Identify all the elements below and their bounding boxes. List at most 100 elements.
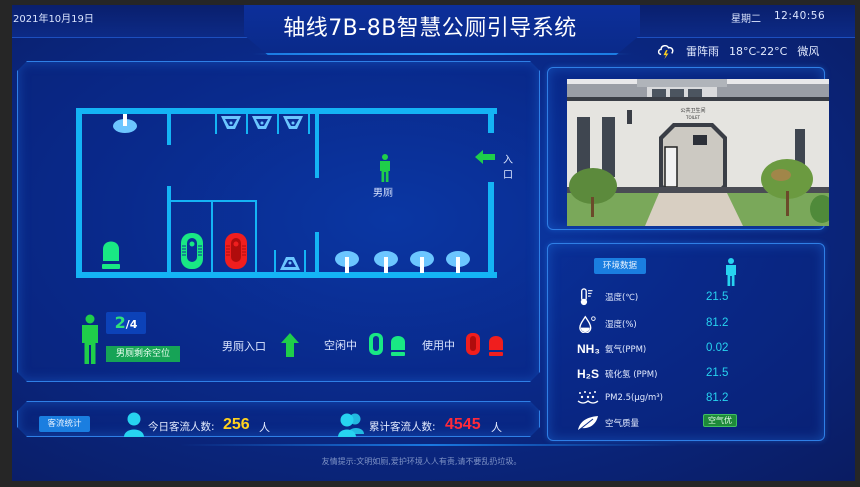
entrance-label: 入口 [503, 155, 513, 181]
squat-toilet-vacant-icon [181, 233, 203, 269]
urinal-partition [304, 250, 306, 274]
env-row-ammonia: NH₃ 氨气(PPM) [577, 340, 646, 358]
urinal-icon [252, 116, 272, 129]
weekday: 星期二 [731, 14, 761, 25]
toilet-building-photo: 公共卫生间 TOILET [567, 79, 829, 226]
stall-partition-right [255, 200, 257, 274]
wall-left [76, 108, 82, 278]
environment-panel [547, 243, 825, 441]
env-row-temperature: 温度(℃) [577, 288, 638, 306]
stall-divider [211, 200, 213, 274]
mop-sink-icon [113, 114, 137, 133]
room-label: 男厕 [373, 188, 393, 199]
h2s-icon: H₂S [577, 367, 600, 381]
visitor-stats-tag: 客流统计 [39, 416, 90, 432]
thermometer-icon [580, 288, 593, 306]
squat-occupied-legend-icon [466, 333, 480, 355]
thunderstorm-icon [657, 44, 674, 60]
male-figure-large-icon [82, 314, 98, 364]
footer-divider [180, 444, 680, 446]
squat-vacant-legend-icon [369, 333, 383, 355]
urinal-partition [274, 250, 276, 274]
urinal-partition [215, 114, 217, 134]
sink-icon [374, 251, 398, 273]
total-visitors-value: 4545 [445, 416, 481, 433]
today-visitors-label: 今日客流人数: [148, 421, 215, 433]
wall-top [76, 108, 497, 114]
urinal-icon [280, 257, 300, 270]
urinal-partition [246, 114, 248, 134]
urinal-partition [308, 114, 310, 134]
today-visitors-value: 256 [223, 416, 250, 433]
toilet-vacant-legend-icon [391, 336, 405, 356]
entrance-legend-label: 男厕入口 [222, 340, 266, 353]
env-label: PM2.5(μg/m³) [605, 393, 663, 403]
air-quality-badge: 空气优 [703, 414, 737, 427]
title-plate [244, 5, 640, 55]
env-label: 温度(℃) [605, 293, 639, 303]
weather: 雷阵雨 18°C-22°C 微风 [656, 42, 819, 60]
sink-icon [335, 251, 359, 273]
weather-wind: 微风 [797, 45, 820, 58]
env-row-pm25: PM2.5(μg/m³) [577, 389, 663, 407]
total-number: /4 [125, 318, 138, 331]
wall-right-upper [488, 108, 494, 133]
date: 2021年10月19日 [13, 14, 94, 25]
temperature-value: 21.5 [706, 291, 729, 303]
photo-sign-en: TOILET [685, 115, 701, 120]
sink-icon [446, 251, 470, 273]
male-figure-icon [380, 154, 390, 182]
env-label: 硫化氢 (PPM) [605, 370, 658, 380]
floor-plan: 男厕 入口 [62, 108, 513, 278]
total-visitors-label: 累计客流人数: [369, 421, 436, 433]
page-title: 轴线7B-8B智慧公厕引导系统 [283, 16, 577, 41]
available-number: 2 [114, 313, 126, 332]
env-row-air-quality: 空气质量 [577, 414, 639, 432]
wall-bottom [76, 272, 497, 278]
humidity-value: 81.2 [706, 317, 729, 329]
vacant-legend-label: 空闲中 [324, 339, 357, 352]
ammonia-value: 0.02 [706, 342, 729, 354]
pm25-icon [577, 391, 599, 404]
stall-partition-top [171, 200, 255, 202]
today-visitors-unit: 人 [259, 421, 270, 434]
urinal-icon [283, 116, 303, 129]
clock: 12:40:56 [774, 10, 826, 22]
remaining-label: 男厕剩余空位 [106, 346, 180, 362]
squat-toilet-occupied-icon [225, 233, 247, 269]
weather-condition: 雷阵雨 [686, 45, 719, 58]
visitor-stats-panel [17, 401, 540, 437]
weather-temperature: 18°C-22°C [729, 44, 788, 58]
wall-right-lower [488, 182, 494, 278]
pm25-value: 81.2 [706, 392, 729, 404]
person-figure-icon [726, 258, 736, 286]
sink-icon [410, 251, 434, 273]
urinal-partition [277, 114, 279, 134]
entrance-arrow-left-icon [475, 150, 495, 164]
env-row-humidity: 湿度(%) [577, 315, 637, 333]
env-label: 湿度(%) [605, 320, 637, 330]
available-count: 2/4 [106, 312, 146, 334]
urinal-icon [221, 116, 241, 129]
toilet-occupied-legend-icon [489, 336, 503, 356]
wall-inner-1-lower [167, 186, 171, 276]
humidity-drop-icon [579, 315, 596, 333]
environment-tag: 环境数据 [594, 258, 646, 274]
toilet-vacant-icon [102, 241, 120, 269]
occupied-legend-label: 使用中 [422, 339, 455, 352]
footer-tip: 友情提示:文明如厕,爱护环境人人有责,请不要乱扔垃圾。 [321, 457, 522, 466]
env-label: 空气质量 [605, 419, 640, 429]
title-underline [252, 53, 632, 55]
wall-inner-2-upper [315, 108, 319, 178]
nh3-icon: NH₃ [577, 342, 600, 356]
leaf-icon [578, 416, 598, 431]
photo-sign-cn: 公共卫生间 [680, 107, 705, 114]
people-group-icon [338, 413, 364, 437]
h2s-value: 21.5 [706, 367, 729, 379]
wall-inner-1-upper [167, 108, 171, 145]
env-label: 氨气(PPM) [605, 345, 647, 355]
wall-inner-2-lower [315, 232, 319, 276]
total-visitors-unit: 人 [491, 421, 502, 434]
arrow-up-icon [281, 333, 299, 357]
person-icon [124, 412, 144, 437]
